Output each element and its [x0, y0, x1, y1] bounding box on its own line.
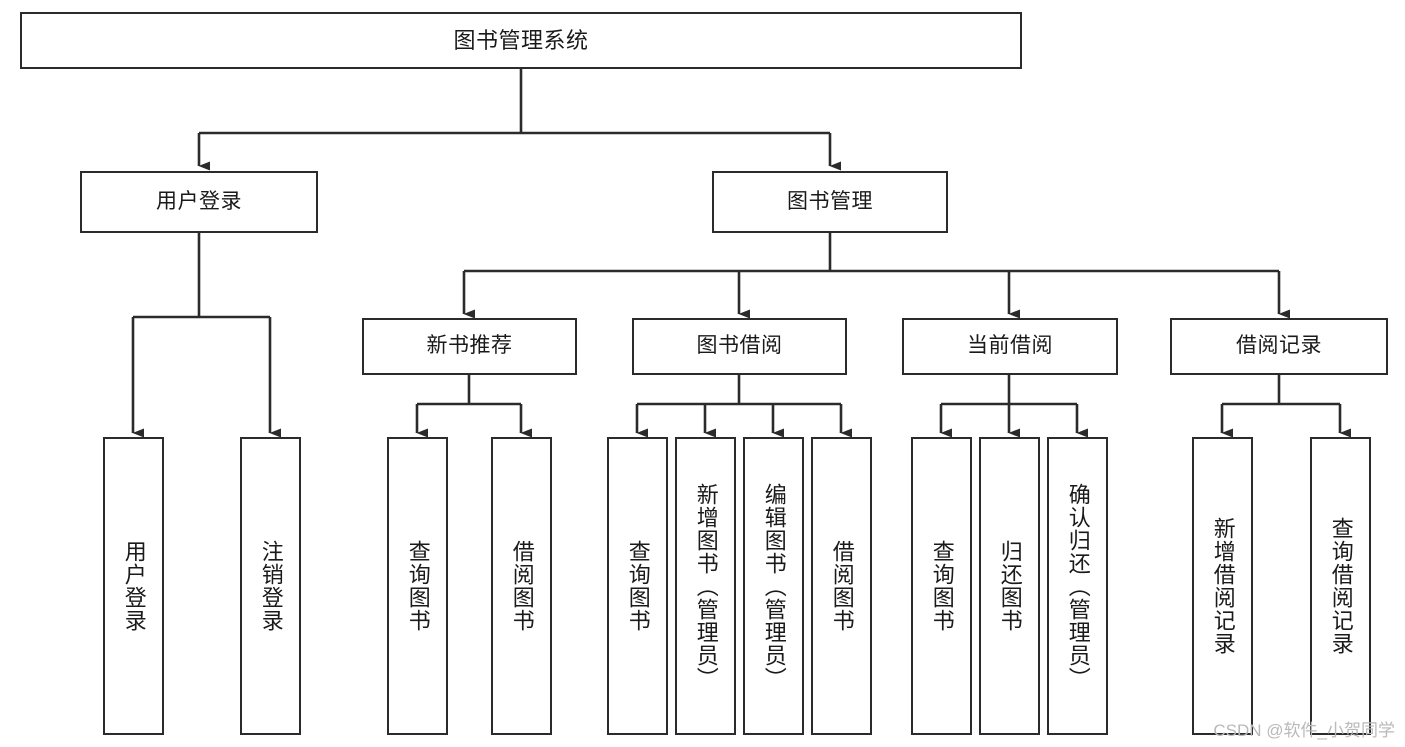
- node-leaf-borrow-book-recommend[interactable]: 借阅图书: [491, 437, 552, 735]
- node-label: 用户登录: [121, 540, 147, 632]
- node-label: 借阅图书: [829, 540, 855, 632]
- node-leaf-query-borrow-record[interactable]: 查询借阅记录: [1310, 437, 1371, 735]
- node-label: 编辑图书（管理员）: [761, 482, 787, 690]
- node-leaf-logout[interactable]: 注销登录: [240, 437, 301, 735]
- node-label: 借阅图书: [509, 540, 535, 632]
- node-label: 新增借阅记录: [1210, 517, 1236, 655]
- node-leaf-add-borrow-record[interactable]: 新增借阅记录: [1192, 437, 1253, 735]
- node-user-login[interactable]: 用户登录: [80, 171, 318, 233]
- node-new-book-recommend[interactable]: 新书推荐: [362, 318, 577, 375]
- node-label: 确认归还（管理员）: [1065, 482, 1091, 690]
- node-label: 用户登录: [156, 189, 242, 213]
- csdn-watermark: CSDN @软件_小贺同学: [1213, 721, 1395, 740]
- node-leaf-query-book-borrow[interactable]: 查询图书: [607, 437, 668, 735]
- node-label: 查询借阅记录: [1328, 517, 1354, 655]
- node-label: 查询图书: [625, 540, 651, 632]
- node-label: 归还图书: [997, 540, 1023, 632]
- node-book-management[interactable]: 图书管理: [712, 171, 948, 233]
- node-label: 查询图书: [405, 540, 431, 632]
- node-current-borrow[interactable]: 当前借阅: [902, 318, 1118, 375]
- node-label: 借阅记录: [1236, 334, 1322, 358]
- node-leaf-edit-book[interactable]: 编辑图书（管理员）: [743, 437, 804, 735]
- node-label: 图书管理: [787, 189, 873, 213]
- node-label: 查询图书: [929, 540, 955, 632]
- node-leaf-return-book[interactable]: 归还图书: [979, 437, 1040, 735]
- node-label: 新书推荐: [426, 334, 513, 358]
- node-label: 新增图书（管理员）: [693, 482, 719, 690]
- node-leaf-query-book-recommend[interactable]: 查询图书: [387, 437, 448, 735]
- node-leaf-query-book-current[interactable]: 查询图书: [911, 437, 972, 735]
- node-label: 图书借阅: [696, 334, 783, 358]
- node-book-borrow[interactable]: 图书借阅: [632, 318, 847, 375]
- node-leaf-user-login[interactable]: 用户登录: [103, 437, 164, 735]
- node-label: 图书管理系统: [453, 27, 589, 53]
- node-label: 注销登录: [258, 540, 284, 632]
- node-leaf-confirm-return[interactable]: 确认归还（管理员）: [1047, 437, 1108, 735]
- node-label: 当前借阅: [967, 334, 1053, 358]
- node-leaf-borrow-book[interactable]: 借阅图书: [811, 437, 872, 735]
- node-root-book-management-system[interactable]: 图书管理系统: [20, 12, 1022, 69]
- node-borrow-record[interactable]: 借阅记录: [1170, 318, 1388, 375]
- node-leaf-add-book[interactable]: 新增图书（管理员）: [675, 437, 736, 735]
